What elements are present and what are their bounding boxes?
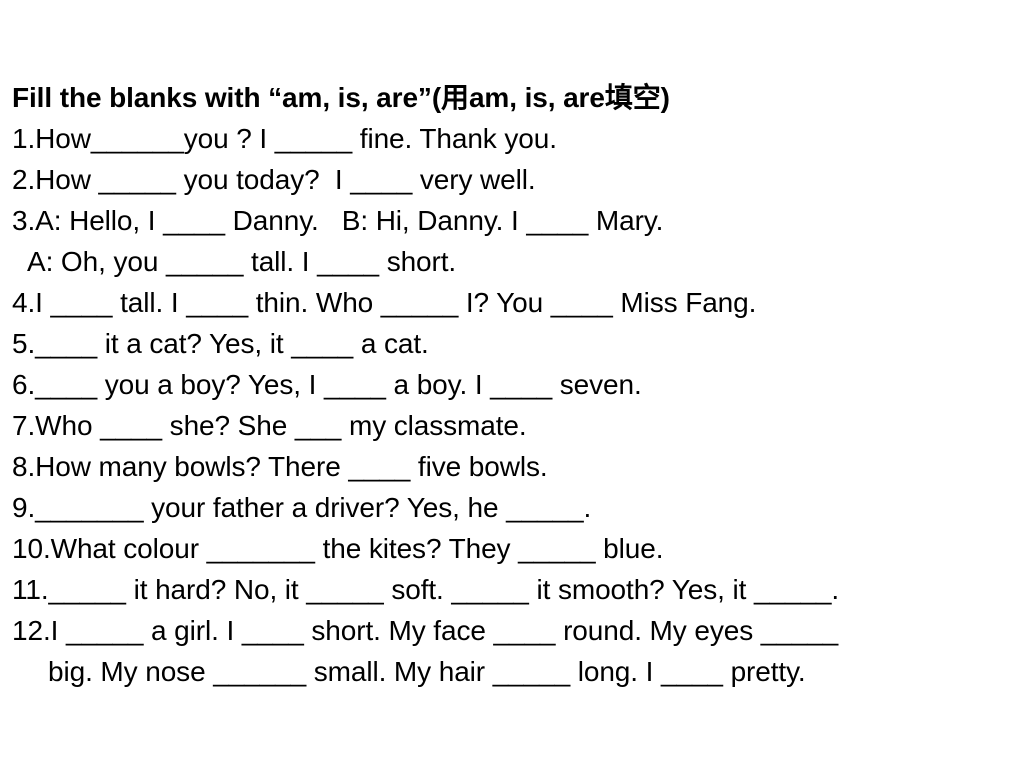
exercise-line-1: 1.How______you ? I _____ fine. Thank you… — [12, 123, 557, 154]
exercise-line-2: 2.How _____ you today? I ____ very well. — [12, 164, 536, 195]
exercise-line-3-continued: A: Oh, you _____ tall. I ____ short. — [27, 246, 457, 277]
exercise-line-12-continued: big. My nose ______ small. My hair _____… — [48, 656, 806, 687]
worksheet-content: Fill the blanks with “am, is, are”(用am, … — [12, 77, 1024, 692]
exercise-line-4: 4.I ____ tall. I ____ thin. Who _____ I?… — [12, 287, 757, 318]
exercise-line-6: 6.____ you a boy? Yes, I ____ a boy. I _… — [12, 369, 642, 400]
exercise-line-11: 11._____ it hard? No, it _____ soft. ___… — [12, 574, 840, 605]
exercise-line-5: 5.____ it a cat? Yes, it ____ a cat. — [12, 328, 429, 359]
exercise-line-12: 12.I _____ a girl. I ____ short. My face… — [12, 615, 839, 646]
exercise-line-7: 7.Who ____ she? She ___ my classmate. — [12, 410, 527, 441]
exercise-line-8: 8.How many bowls? There ____ five bowls. — [12, 451, 548, 482]
worksheet-title: Fill the blanks with “am, is, are”(用am, … — [12, 82, 670, 113]
exercise-line-3: 3.A: Hello, I ____ Danny. B: Hi, Danny. … — [12, 205, 664, 236]
exercise-line-9: 9._______ your father a driver? Yes, he … — [12, 492, 592, 523]
exercise-line-10: 10.What colour _______ the kites? They _… — [12, 533, 664, 564]
